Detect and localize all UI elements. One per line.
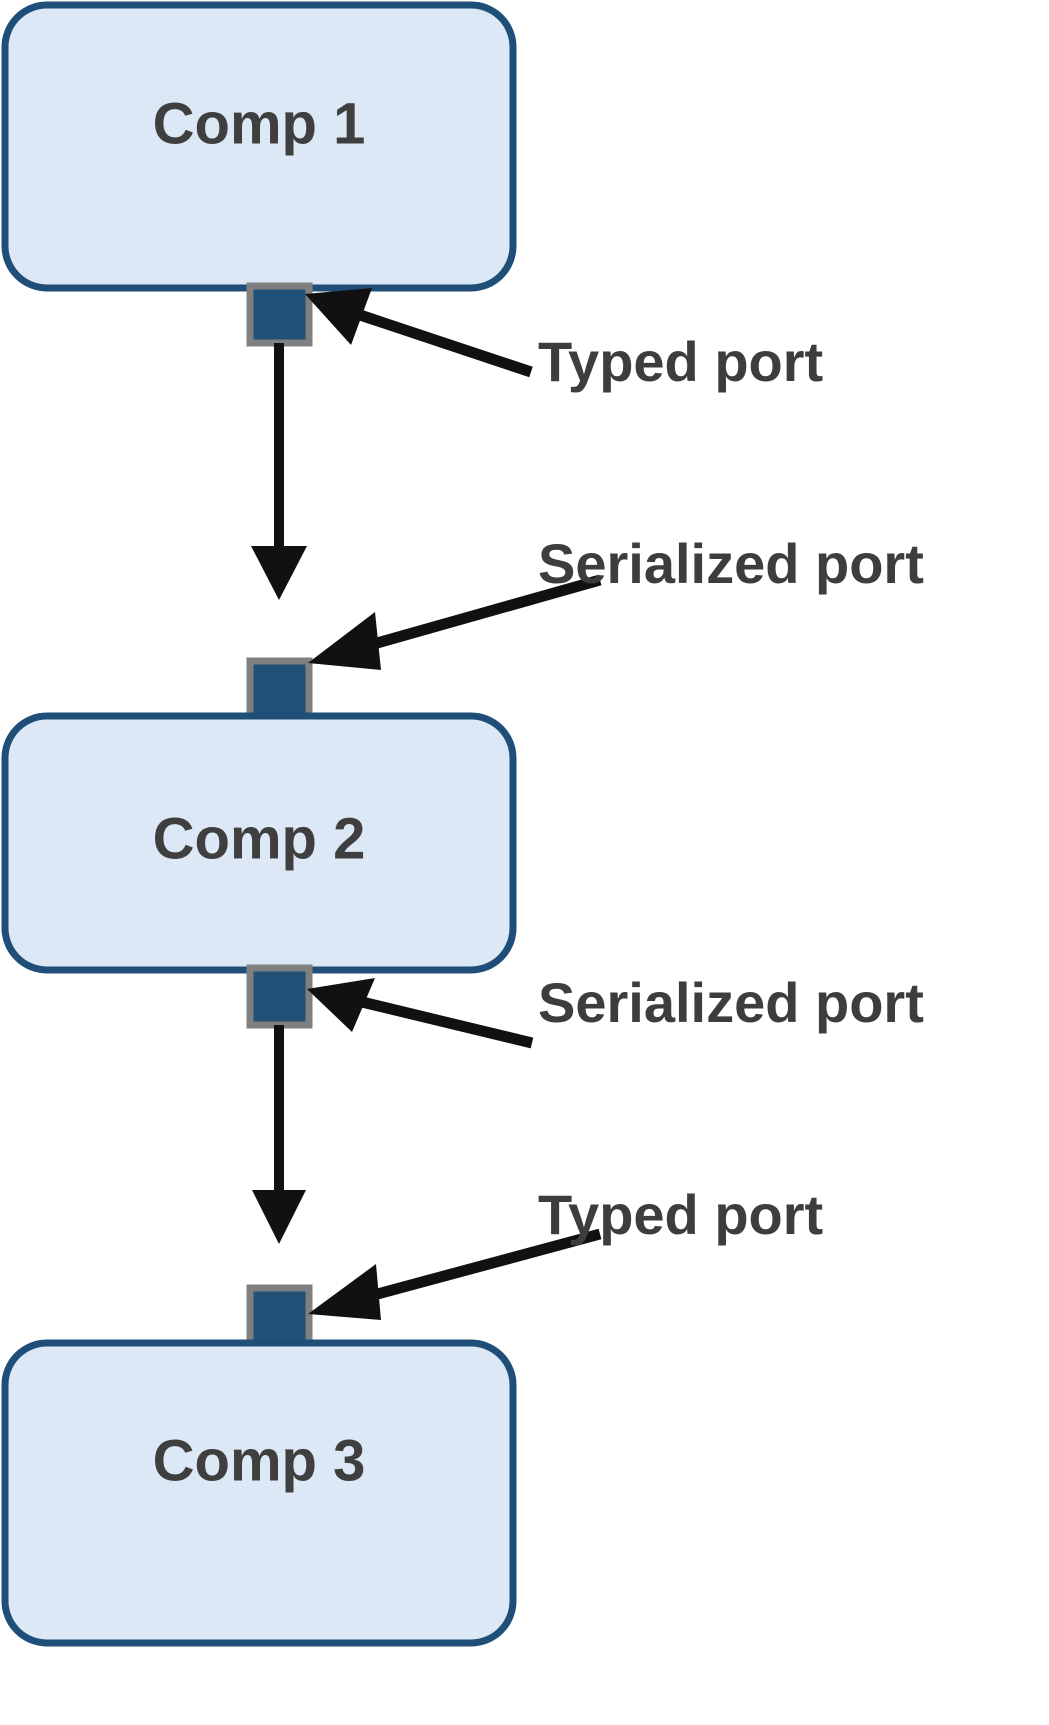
annotation-2-leader-line	[368, 574, 602, 651]
port-comp2-in-square[interactable]	[246, 657, 313, 722]
annotation-1-label: Typed port	[538, 330, 823, 393]
annotation-4-arrowhead	[308, 1264, 381, 1320]
connector-1-2	[251, 343, 307, 600]
connector-2-3	[252, 1025, 306, 1244]
annotation-1-arrowhead	[305, 288, 372, 345]
annotation-serialized-port-2: Serialized port	[307, 971, 924, 1049]
component-comp1-label: Comp 1	[153, 91, 366, 156]
port-comp1-out-square[interactable]	[246, 282, 313, 347]
annotation-typed-port-2: Typed port	[308, 1183, 823, 1320]
component-comp2[interactable]: Comp 2	[1, 712, 517, 974]
port-comp2-in[interactable]	[246, 657, 313, 722]
component-comp3-box[interactable]	[1, 1339, 517, 1647]
port-comp2-out[interactable]	[246, 964, 313, 1029]
annotation-4-leader-line	[368, 1228, 602, 1302]
port-comp3-in-square[interactable]	[246, 1284, 313, 1349]
port-comp2-out-square[interactable]	[246, 964, 313, 1029]
component-comp1[interactable]: Comp 1	[1, 1, 517, 292]
component-comp2-label: Comp 2	[153, 806, 366, 871]
connector-2-3-arrowhead	[252, 1190, 306, 1244]
annotation-typed-port-1: Typed port	[305, 288, 823, 393]
annotation-3-label: Serialized port	[538, 971, 924, 1034]
annotation-4-label: Typed port	[538, 1183, 823, 1246]
annotation-2-label: Serialized port	[538, 532, 924, 595]
annotation-1-leader-line	[358, 309, 533, 378]
component-comp3-label: Comp 3	[153, 1428, 366, 1493]
port-comp1-out[interactable]	[246, 282, 313, 347]
annotation-3-leader-line	[360, 996, 534, 1049]
annotation-3-arrowhead	[307, 978, 375, 1032]
connector-1-2-arrowhead	[251, 546, 307, 600]
annotation-2-arrowhead	[308, 612, 381, 670]
annotation-serialized-port-1: Serialized port	[308, 532, 924, 670]
component-comp3[interactable]: Comp 3	[1, 1339, 517, 1647]
port-comp3-in[interactable]	[246, 1284, 313, 1349]
